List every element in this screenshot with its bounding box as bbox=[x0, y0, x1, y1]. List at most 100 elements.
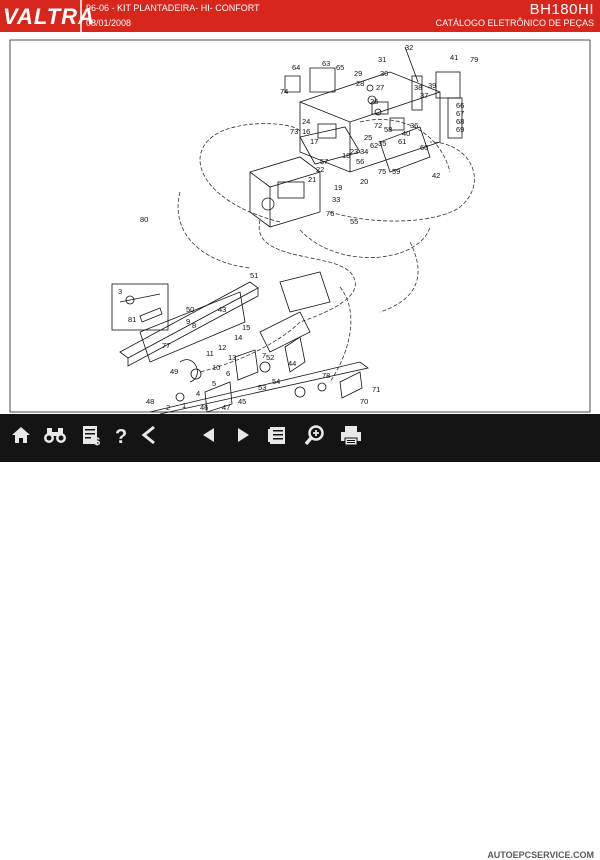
part-callout[interactable]: 72 bbox=[374, 121, 382, 130]
part-callout[interactable]: 48 bbox=[146, 397, 154, 406]
zoom-button[interactable] bbox=[302, 422, 328, 448]
part-callout[interactable]: 62 bbox=[370, 141, 378, 150]
part-callout[interactable]: 19 bbox=[334, 183, 342, 192]
part-callout[interactable]: 26 bbox=[370, 97, 378, 106]
part-callout[interactable]: 30 bbox=[380, 69, 388, 78]
part-callout[interactable]: 24 bbox=[302, 117, 310, 126]
part-callout[interactable]: 54 bbox=[272, 377, 280, 386]
part-callout[interactable]: 63 bbox=[322, 59, 330, 68]
help-button[interactable]: ? bbox=[108, 422, 134, 448]
part-callout[interactable]: 56 bbox=[356, 157, 364, 166]
part-callout[interactable]: 43 bbox=[218, 305, 226, 314]
print-button[interactable] bbox=[338, 422, 364, 448]
part-callout[interactable]: 66 bbox=[456, 101, 464, 110]
part-callout[interactable]: 39 bbox=[428, 81, 436, 90]
back-button[interactable] bbox=[136, 422, 162, 448]
brand-logo: VALTRA bbox=[3, 4, 95, 29]
part-callout[interactable]: 40 bbox=[402, 129, 410, 138]
part-callout[interactable]: 76 bbox=[326, 209, 334, 218]
part-callout[interactable]: 59 bbox=[392, 167, 400, 176]
part-callout[interactable]: 36 bbox=[410, 121, 418, 130]
part-callout[interactable]: 17 bbox=[310, 137, 318, 146]
part-callout[interactable]: 80 bbox=[140, 215, 148, 224]
part-callout[interactable]: 42 bbox=[432, 171, 440, 180]
part-callout[interactable]: 23 bbox=[350, 147, 358, 156]
back-icon bbox=[141, 425, 155, 445]
part-callout[interactable]: 52 bbox=[266, 353, 274, 362]
part-callout[interactable]: 51 bbox=[250, 271, 258, 280]
part-callout[interactable]: 38 bbox=[414, 83, 422, 92]
part-callout[interactable]: 34 bbox=[360, 147, 368, 156]
part-callout[interactable]: 45 bbox=[238, 397, 246, 406]
part-callout[interactable]: 70 bbox=[360, 397, 368, 406]
part-callout[interactable]: 67 bbox=[456, 109, 464, 118]
part-callout[interactable]: 20 bbox=[360, 177, 368, 186]
part-callout[interactable]: 37 bbox=[420, 91, 428, 100]
document-date: 08/01/2008 bbox=[86, 18, 132, 28]
part-callout[interactable]: 29 bbox=[354, 69, 362, 78]
part-callout[interactable]: 7 bbox=[262, 351, 266, 360]
parts-list-button[interactable] bbox=[264, 422, 290, 448]
part-callout[interactable]: 61 bbox=[398, 137, 406, 146]
part-callout[interactable]: 5 bbox=[212, 379, 216, 388]
catalog-label: CATÁLOGO ELETRÔNICO DE PEÇAS bbox=[435, 18, 594, 28]
part-callout[interactable]: 27 bbox=[376, 83, 384, 92]
part-callout[interactable]: 18 bbox=[342, 151, 350, 160]
part-callout[interactable]: 49 bbox=[170, 367, 178, 376]
part-callout[interactable]: 50 bbox=[186, 305, 194, 314]
part-callout[interactable]: 57 bbox=[320, 157, 328, 166]
part-callout[interactable]: 64 bbox=[292, 63, 300, 72]
part-callout[interactable]: 55 bbox=[350, 217, 358, 226]
part-callout[interactable]: 78 bbox=[322, 371, 330, 380]
previous-page-button[interactable] bbox=[196, 422, 222, 448]
part-callout[interactable]: 53 bbox=[258, 383, 266, 392]
next-page-icon bbox=[238, 428, 249, 442]
part-callout[interactable]: 4 bbox=[196, 389, 200, 398]
part-callout[interactable]: 9 bbox=[186, 317, 190, 326]
part-callout[interactable]: 71 bbox=[372, 385, 380, 394]
part-callout[interactable]: 46 bbox=[200, 403, 208, 412]
part-callout[interactable]: 33 bbox=[332, 195, 340, 204]
part-callout[interactable]: 10 bbox=[212, 363, 220, 372]
part-callout[interactable]: 13 bbox=[228, 353, 236, 362]
part-callout[interactable]: 2 bbox=[166, 403, 170, 412]
part-callout[interactable]: 35 bbox=[378, 139, 386, 148]
part-callout[interactable]: 25 bbox=[364, 133, 372, 142]
part-callout[interactable]: 79 bbox=[470, 55, 478, 64]
part-callout[interactable]: 22 bbox=[316, 165, 324, 174]
home-button[interactable] bbox=[8, 422, 34, 448]
part-callout[interactable]: 58 bbox=[384, 125, 392, 134]
part-callout[interactable]: 77 bbox=[162, 341, 170, 350]
part-callout[interactable]: 75 bbox=[378, 167, 386, 176]
part-callout[interactable]: 1 bbox=[182, 401, 186, 410]
next-page-button[interactable] bbox=[230, 422, 256, 448]
part-callout[interactable]: 3 bbox=[118, 287, 122, 296]
part-callout[interactable]: 68 bbox=[456, 117, 464, 126]
part-callout[interactable]: 69 bbox=[456, 125, 464, 134]
part-callout[interactable]: 60 bbox=[420, 143, 428, 152]
part-callout[interactable]: 44 bbox=[288, 359, 296, 368]
price-list-button[interactable]: $ bbox=[78, 422, 104, 448]
part-callout[interactable]: 8 bbox=[192, 321, 196, 330]
part-callout[interactable]: 12 bbox=[218, 343, 226, 352]
search-button[interactable] bbox=[42, 422, 68, 448]
part-callout[interactable]: 73 bbox=[290, 127, 298, 136]
part-callout[interactable]: 41 bbox=[450, 53, 458, 62]
part-callout[interactable]: 16 bbox=[302, 127, 310, 136]
part-callout[interactable]: 14 bbox=[234, 333, 242, 342]
part-callout[interactable]: 6 bbox=[226, 369, 230, 378]
part-callout[interactable]: 31 bbox=[378, 55, 386, 64]
part-callout[interactable]: 65 bbox=[336, 63, 344, 72]
part-callout[interactable]: 81 bbox=[128, 315, 136, 324]
part-callout[interactable]: 32 bbox=[405, 43, 413, 52]
part-callout[interactable]: 74 bbox=[280, 87, 288, 96]
part-callout[interactable]: 47 bbox=[222, 403, 230, 412]
part-callout[interactable]: 11 bbox=[206, 349, 214, 358]
part-callout[interactable]: 21 bbox=[308, 175, 316, 184]
previous-page-icon bbox=[203, 428, 214, 442]
drawing-frame bbox=[9, 39, 591, 413]
part-callout[interactable]: 28 bbox=[356, 79, 364, 88]
part-callout[interactable]: 15 bbox=[242, 323, 250, 332]
